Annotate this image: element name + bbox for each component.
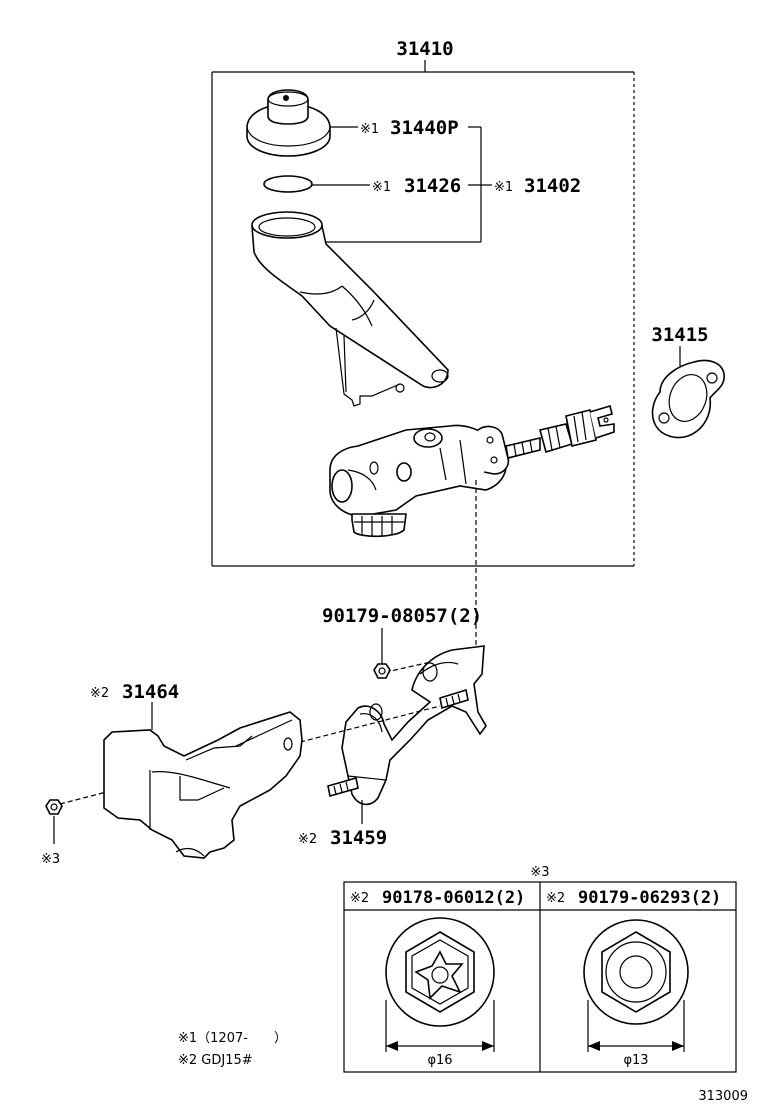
callout-seal: 31426 (404, 175, 461, 197)
reservoir-leader (326, 126, 492, 243)
bracket-mark: ※2 (298, 832, 317, 847)
seal-drawing (263, 175, 313, 193)
cover-mark: ※2 (90, 686, 109, 701)
callout-nut: 90179-08057(2) (322, 605, 482, 627)
gasket-drawing (651, 359, 725, 439)
dim-16: φ16 (427, 1053, 452, 1068)
nut-detail-16 (385, 917, 495, 1052)
nut-left-drawing (45, 799, 63, 815)
cover-drawing (103, 711, 303, 859)
callout-assembly: 31410 (396, 38, 453, 60)
table-col2-mark: ※2 (546, 891, 565, 906)
reservoir-cap-drawing (246, 89, 331, 157)
reservoir-drawing (251, 211, 449, 407)
master-cylinder-drawing (329, 404, 615, 538)
nut-detail-13 (583, 919, 689, 1052)
figure-id: 313009 (698, 1089, 748, 1104)
detail-table (343, 881, 737, 1073)
dim-13: φ13 (623, 1053, 648, 1068)
reservoir-mark: ※1 (494, 180, 513, 195)
note-1: ※1（1207- ） (178, 1031, 287, 1046)
callout-cap: 31440P (390, 117, 459, 139)
callout-cover: 31464 (122, 681, 179, 703)
callout-reservoir: 31402 (524, 175, 581, 197)
nut-small-drawing (373, 663, 391, 679)
assembly-box (211, 60, 635, 567)
table-col1-mark: ※2 (350, 891, 369, 906)
callout-bracket: 31459 (330, 827, 387, 849)
cap-mark: ※1 (360, 122, 379, 137)
table-col2-part: 90179-06293(2) (578, 888, 721, 908)
bracket-drawing (327, 645, 487, 806)
note-2: ※2 GDJ15# (178, 1053, 253, 1068)
callout-gasket: 31415 (651, 324, 708, 346)
seal-mark: ※1 (372, 180, 391, 195)
table-col1-part: 90178-06012(2) (382, 888, 525, 908)
nut-ref-mark: ※3 (41, 852, 60, 867)
table-title: ※3 (530, 865, 549, 880)
